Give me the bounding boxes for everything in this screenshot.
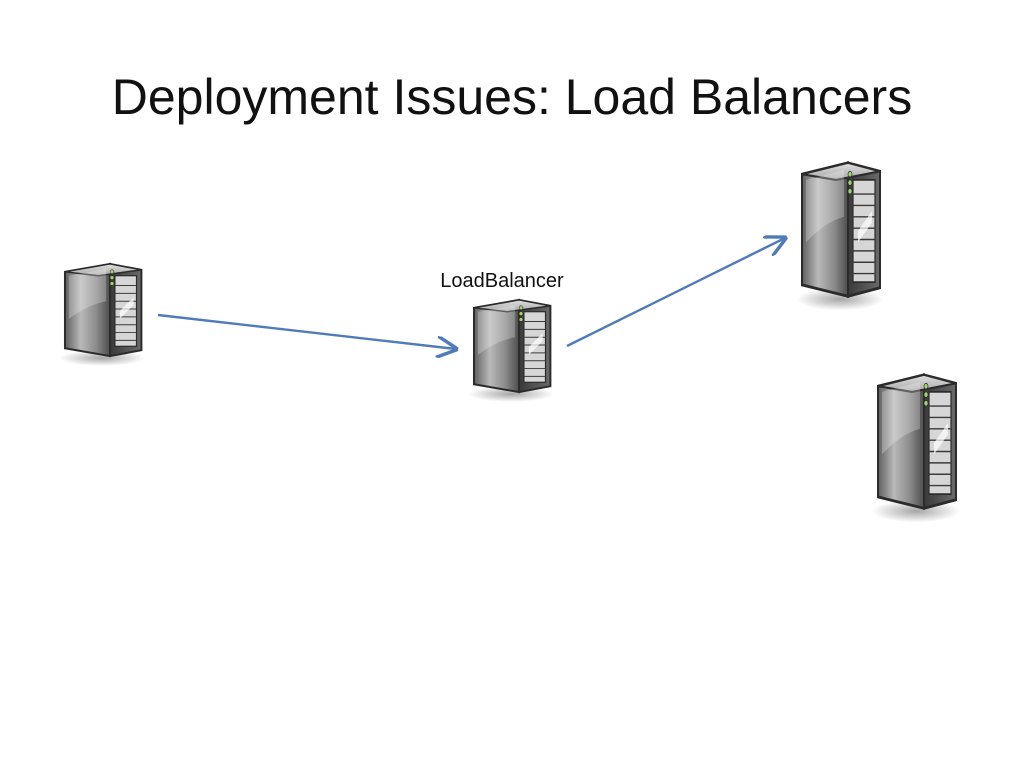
server-2-icon bbox=[870, 373, 962, 524]
load-balancer-label: LoadBalancer bbox=[440, 270, 564, 292]
client-server-icon bbox=[58, 262, 147, 367]
load-balancer-server-icon bbox=[467, 298, 556, 403]
server-1-icon bbox=[794, 161, 886, 312]
edge-load-balancer-to-server-1 bbox=[566, 238, 785, 348]
slide-title: Deployment Issues: Load Balancers bbox=[111, 69, 913, 125]
edge-client-to-load-balancer bbox=[157, 313, 456, 349]
